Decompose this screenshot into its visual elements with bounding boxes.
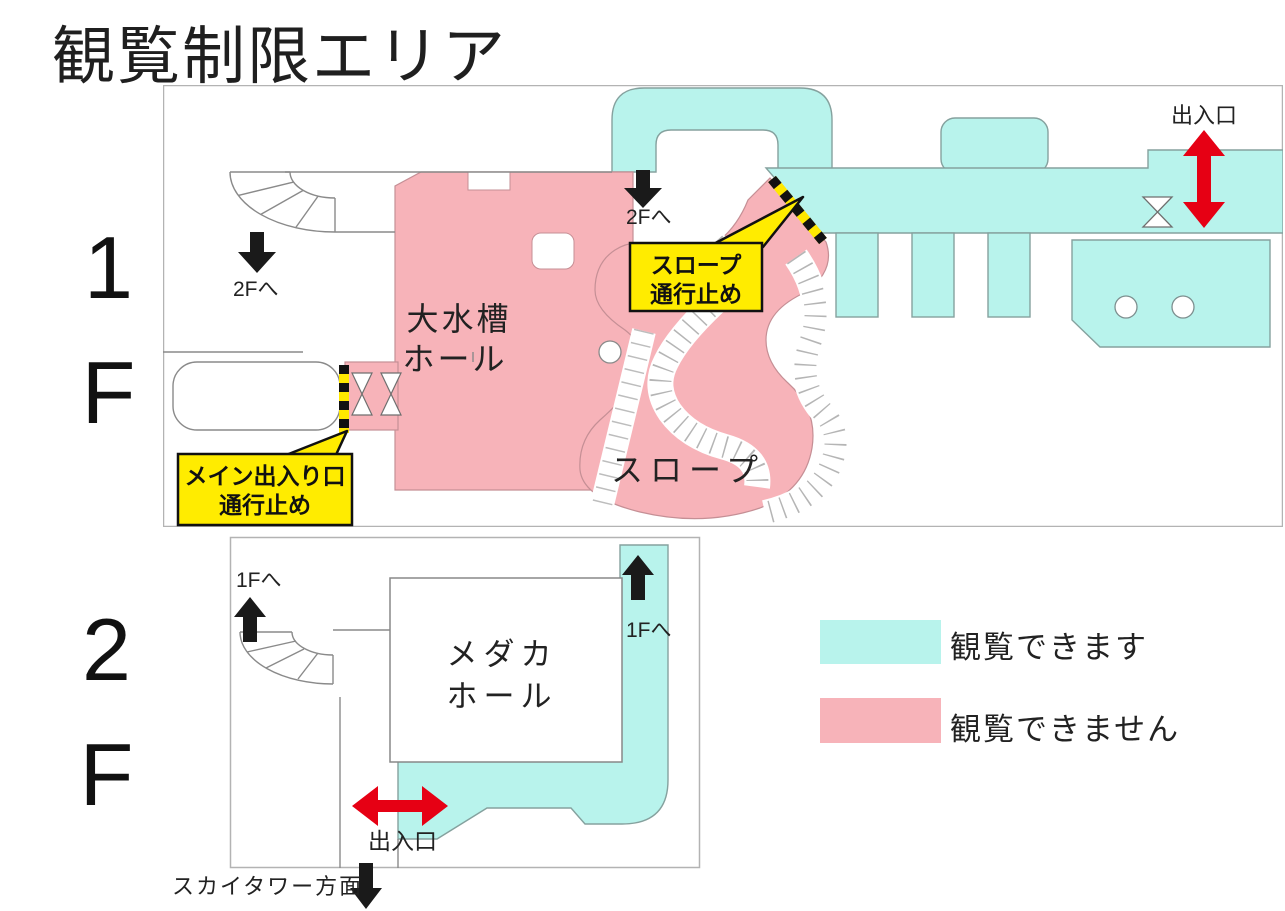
ramp-channel [589,328,656,512]
hall-notch [467,171,511,191]
floor1-top-bump-room [940,117,1049,174]
slope-label: スロープ [611,452,765,488]
revolving-door-icon [380,372,402,416]
legend-label-restricted: 観覧できません [950,712,1181,747]
large-tank-hall-label-1: 大水槽 [406,301,511,337]
floor2-medaka-hall-area [389,577,623,763]
legend-label-viewable: 観覧できます [950,630,1148,665]
large-tank-hall-label-2: ホール [402,341,507,377]
legend-swatch-viewable [820,620,941,664]
floor2-entrance-label: 出入口 [368,828,437,854]
callout-slope-line1: スロープ [651,252,743,278]
up-arrow-icon [234,597,266,642]
floor1-loop-corridor [611,87,833,173]
legend-swatch-restricted [820,698,941,743]
revolving-door-icon [351,372,373,416]
down-arrow-icon [350,863,382,909]
to-1f-right-label: 1Fへ [626,619,672,642]
floor1-entrance-label: 出入口 [1171,103,1237,128]
table-circle [1114,295,1138,319]
floor2-viewable-corridor [397,544,669,840]
callout-slope-line2: 通行止め [650,281,742,307]
slope-barrier-stripes [768,175,827,245]
hall-cutout [531,232,575,270]
floor1-map: 2Fへ 2Fへ 出入口 大水槽 ホール スロープ スロープ 通行止め メイン出入… [163,85,1283,527]
down-arrow-icon [238,232,276,273]
sky-tower-label: スカイタワー方面 [172,874,364,899]
floor1-aisle [987,232,1031,318]
entrance-double-arrow-icon [352,786,448,826]
floor1-aisle [835,232,879,318]
callout-main-line1: メイン出入り口 [185,463,346,489]
floor1-aisle [911,232,955,318]
to-1f-left-label: 1Fへ [236,569,282,592]
floor2-map-border [229,536,701,869]
to-2f-left-label: 2Fへ [233,278,279,301]
floor2-map: メダカ ホール 1Fへ 1Fへ 出入口 [229,536,701,909]
medaka-hall-label-2: ホール [447,679,558,714]
floor1-label: 1F [59,218,158,468]
floor1-left-room [172,361,341,431]
floor1-barriers [339,175,827,433]
to-2f-top-label: 2Fへ [626,206,672,229]
callout-slope-closed: スロープ 通行止め [628,195,805,313]
floor2-label: 2F [57,600,156,850]
entrance-double-arrow-icon [1183,130,1225,228]
medaka-hall-label-1: メダカ [447,637,558,672]
up-arrow-icon [622,555,654,600]
floor1-viewable-areas [611,87,1283,348]
table-circle [1171,295,1195,319]
floor1-lower-right-room [1071,239,1271,348]
column [598,340,622,364]
callout-main-entrance-closed: メイン出入り口 通行止め [176,429,354,527]
page-title: 観覧制限エリア [52,22,507,92]
callout-main-line2: 通行止め [219,492,311,518]
floor1-walls [163,171,612,362]
floor1-map-border [163,85,1283,527]
down-arrow-icon [624,170,662,208]
revolving-door-icon [1141,196,1174,228]
